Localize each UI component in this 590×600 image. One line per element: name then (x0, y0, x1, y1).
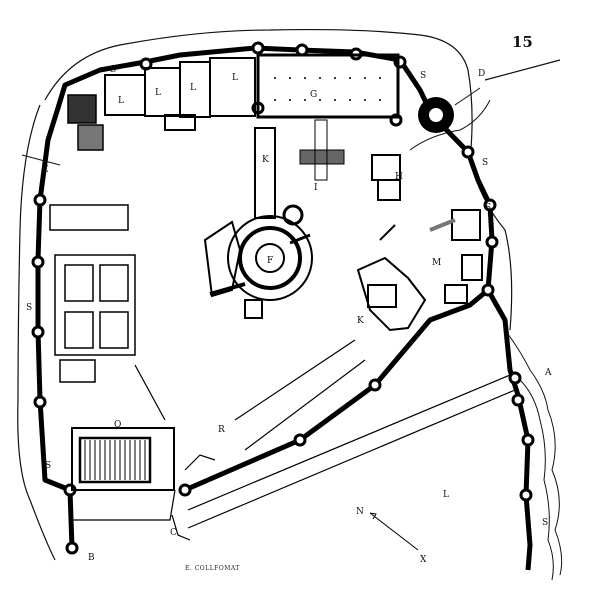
label-s-bottom-right: S (542, 518, 548, 528)
central-keep-f (203, 204, 313, 319)
garden-beds (49, 204, 136, 383)
north-arrow (369, 512, 419, 551)
hall-g-dots (274, 77, 381, 101)
label-x: X (420, 555, 427, 565)
label-c: C (170, 528, 177, 538)
label-i: I (314, 183, 318, 193)
label-k-south: K (357, 316, 364, 326)
building-i (299, 119, 345, 181)
gate-e (21, 94, 104, 166)
outer-bailey (70, 339, 516, 541)
building-k-north (254, 127, 276, 219)
label-e: E (42, 165, 49, 175)
building-h (371, 154, 401, 201)
label-k-north: K (262, 155, 269, 165)
label-l-4: L (232, 73, 238, 83)
terrain-outline (17, 28, 561, 561)
label-a: A (544, 368, 552, 378)
building-k-south (356, 224, 427, 332)
label-r: R (218, 425, 225, 435)
river-bank (504, 329, 563, 581)
label-n: N (356, 507, 364, 517)
engraver-signature: E. COLLFOMAT (185, 565, 240, 572)
label-l-1: L (118, 96, 124, 106)
label-s-left: S (26, 303, 32, 313)
keep-tower-d (409, 87, 491, 151)
label-f: F (267, 256, 273, 266)
buildings-l (104, 57, 256, 131)
curtain-wall (35, 45, 533, 571)
building-o (71, 364, 175, 491)
label-l-river: L (443, 490, 449, 500)
label-s-top-left: S (110, 65, 116, 75)
label-s-right-1: S (482, 158, 488, 168)
building-m (429, 209, 483, 304)
label-m: M (432, 258, 441, 268)
label-s-top-right: S (420, 71, 426, 81)
label-s-bottom-left: S (45, 461, 51, 471)
label-o: O (114, 420, 121, 430)
label-h: H (395, 172, 403, 182)
label-l-2: L (155, 88, 161, 98)
hall-g (256, 53, 400, 119)
label-l-3: L (190, 83, 196, 93)
wall-towers (31, 41, 535, 555)
label-g: G (310, 90, 317, 100)
page-number: 15 (512, 33, 533, 51)
label-d: D (478, 69, 485, 79)
label-b: B (88, 553, 95, 563)
label-s-right-2: S (485, 203, 491, 213)
